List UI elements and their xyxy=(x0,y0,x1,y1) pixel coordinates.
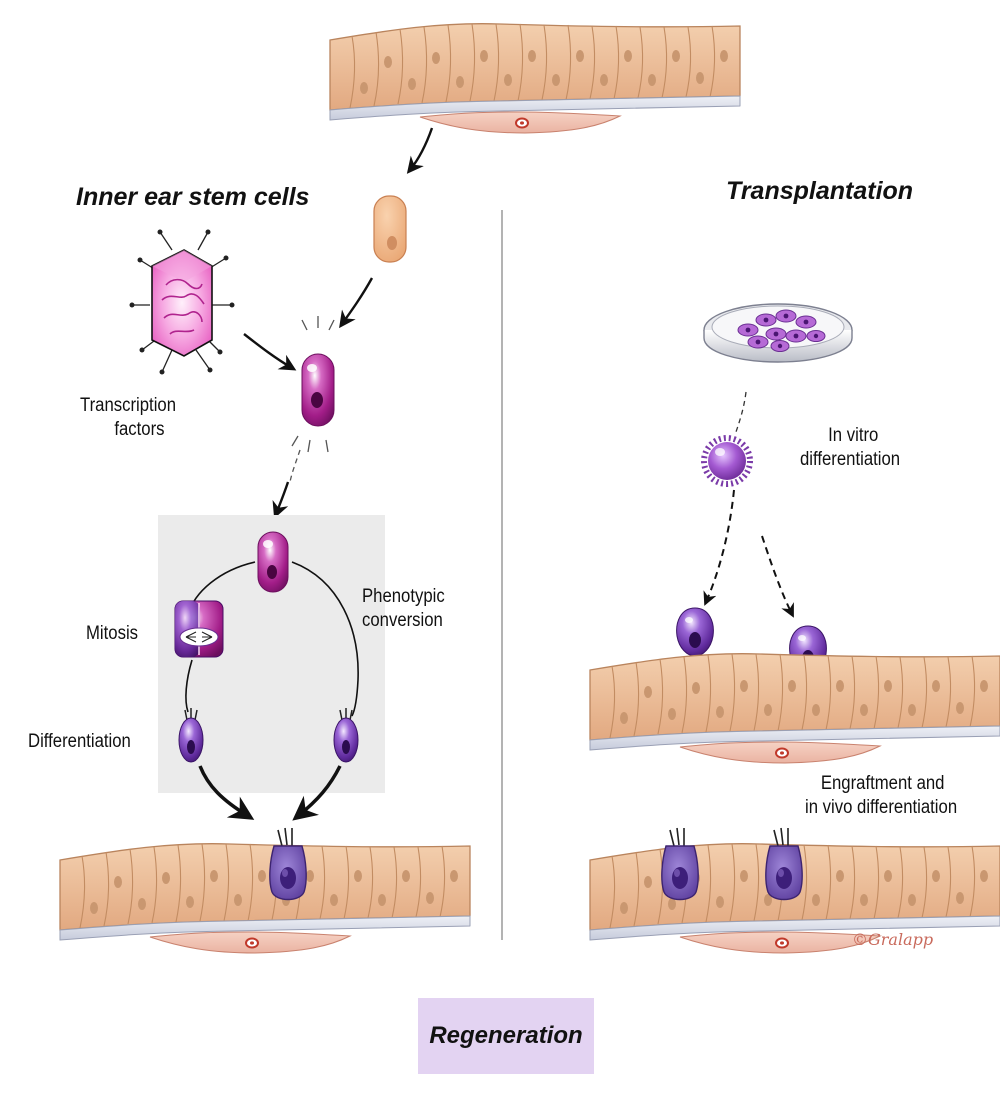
petri-dish xyxy=(703,303,853,363)
label-transcription-line1: Transcription xyxy=(80,395,177,416)
label-phenotypic-line1: Phenotypic xyxy=(362,586,445,607)
label-engraftment-line1: Engraftment and xyxy=(820,773,945,794)
label-transcription-factors: Transcription factors xyxy=(80,394,176,442)
mitosis-cell xyxy=(174,600,224,658)
label-in-vitro-line2: differentiation xyxy=(800,449,901,470)
engrafted-hair-cell-right xyxy=(765,827,803,901)
label-in-vitro-line1: In vitro xyxy=(828,425,879,446)
label-phenotypic-line2: conversion xyxy=(362,610,443,631)
arrow-to-supporting-cell xyxy=(406,127,434,174)
arrow-to-transplant-left xyxy=(703,489,735,606)
activated-progenitor-cell xyxy=(301,353,335,427)
virus-icon xyxy=(129,229,235,375)
label-engraftment-line2: in vivo differentiation xyxy=(805,797,958,818)
label-phenotypic-conversion: Phenotypic conversion xyxy=(362,585,445,633)
supporting-cell xyxy=(373,195,407,263)
artist-credit: ©Gralapp xyxy=(852,930,934,949)
transplanted-cell-left xyxy=(676,607,714,657)
arrow-from-virus xyxy=(243,333,297,371)
engrafted-hair-cell-left xyxy=(661,827,699,901)
stem-cell-spiky xyxy=(701,435,753,487)
epithelium-top xyxy=(329,22,741,135)
label-transcription-line2: factors xyxy=(114,419,165,440)
label-engraftment: Engraftment and in vivo differentiation xyxy=(805,772,957,820)
epithelium-regenerated xyxy=(59,842,471,954)
activation-glow xyxy=(291,316,335,453)
heading-inner-ear-stem-cells: Inner ear stem cells xyxy=(76,183,310,211)
arrow-to-progenitor xyxy=(339,277,374,329)
label-mitosis: Mitosis xyxy=(86,623,139,644)
label-in-vitro-differentiation: In vitro differentiation xyxy=(800,424,900,472)
arrow-conversion-to-epithelium xyxy=(292,765,342,821)
arrow-differentiation-to-epithelium xyxy=(198,765,255,820)
epithelium-host xyxy=(589,652,1000,764)
label-differentiation: Differentiation xyxy=(28,731,131,752)
progenitor-cell xyxy=(257,531,289,593)
regenerated-hair-cell xyxy=(269,827,307,901)
regeneration-box: Regeneration xyxy=(418,998,594,1074)
arrow-to-panel xyxy=(272,481,290,519)
arrow-to-transplant-right xyxy=(761,535,794,618)
regeneration-label: Regeneration xyxy=(429,1022,583,1049)
heading-transplantation: Transplantation xyxy=(726,177,914,205)
